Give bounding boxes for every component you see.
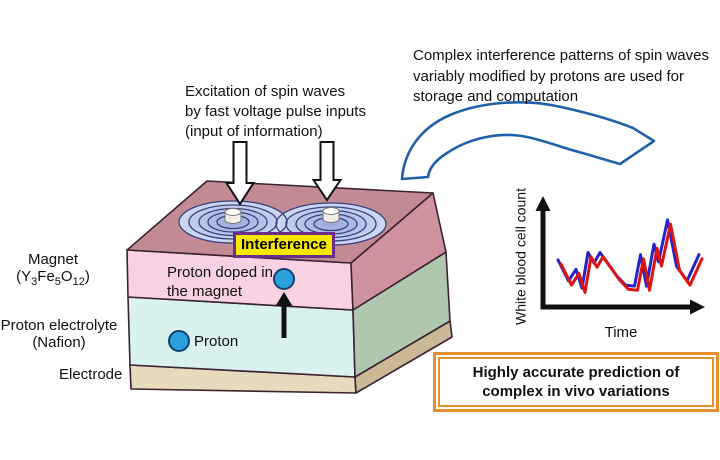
waveform-red [559, 222, 704, 294]
chart-y-axis-label: White blood cell count [512, 188, 529, 325]
magnet-layer-label: Magnet (Y3Fe5O12) [0, 251, 106, 288]
prediction-box-text: Highly accurate prediction of complex in … [438, 357, 714, 407]
electrode-layer-label: Electrode [59, 366, 123, 383]
text-line: Excitation of spin waves [185, 83, 346, 100]
interference-label: Interference [233, 232, 335, 258]
contact-cylinder-right [322, 207, 340, 223]
proton-label: Proton [194, 333, 239, 350]
formula-part: 3 [31, 276, 38, 288]
formula-part: 12 [72, 276, 85, 288]
input-pulse-arrow-right-icon [311, 141, 343, 202]
chart-series-lines [556, 218, 704, 294]
text-line: Proton doped in [167, 264, 273, 281]
prediction-box: Highly accurate prediction of complex in … [433, 352, 719, 412]
contact-cylinder-left [224, 208, 242, 224]
text-line: Proton electrolyte [0, 317, 118, 334]
electrolyte-layer-label: Proton electrolyte(Nafion) [0, 317, 120, 351]
text-line: variably modified by protons are used fo… [413, 67, 684, 85]
magnet-label-name: Magnet [27, 251, 79, 268]
proton-in-magnet-dot [273, 268, 295, 290]
proton-in-electrolyte-dot [168, 330, 190, 352]
y-axis-arrow-icon [535, 196, 551, 211]
formula-part: O [60, 268, 73, 285]
excitation-caption: Excitation of spin waves by fast voltage … [185, 82, 366, 142]
text-line: (Nafion) [32, 334, 86, 351]
magnet-formula: (Y3Fe5O12) [0, 268, 106, 288]
proton-migration-arrow-icon [275, 292, 293, 338]
proton-doped-label: Proton doped in the magnet [167, 263, 273, 301]
interference-output-caption: Complex interference patterns of spin wa… [413, 46, 709, 108]
text-line: Complex interference patterns of spin wa… [413, 47, 709, 64]
chart-x-axis-label: Time [604, 324, 638, 341]
text-line: (input of information) [185, 123, 323, 140]
text-line: storage and computation [413, 88, 579, 105]
text-line: by fast voltage pulse inputs [185, 103, 366, 120]
formula-part: ) [84, 268, 90, 285]
input-pulse-arrow-left-icon [224, 141, 256, 206]
x-axis-arrow-icon [690, 299, 705, 315]
formula-part: 5 [54, 276, 61, 288]
formula-part: Fe [37, 268, 55, 285]
text-line: the magnet [167, 283, 243, 300]
text-line: complex in vivo variations [482, 383, 670, 400]
formula-part: (Y [16, 268, 32, 285]
text-line: Highly accurate prediction of [472, 364, 680, 381]
process-flow-arrow-icon [400, 101, 656, 181]
chart-axes [535, 196, 705, 315]
electrolyte-front-face [127, 296, 356, 378]
